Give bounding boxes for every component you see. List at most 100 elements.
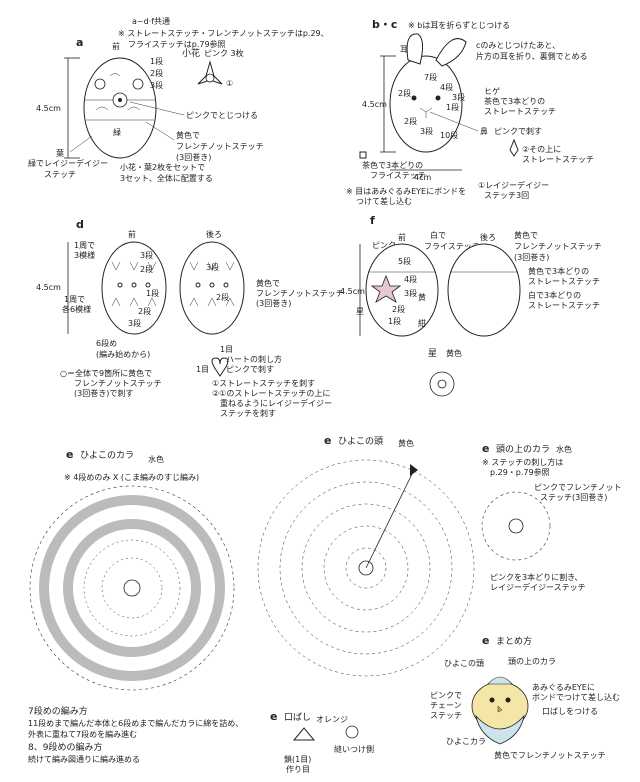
bc-row3: 3段 [452,92,465,102]
assembly-chain3: ステッチ [430,711,462,720]
assembly-eye2: ボンドでつけて差し込む [532,692,620,702]
topcollar-title: 頭の上のカラ [496,444,550,455]
a-pin: ピンクでとじつける [186,111,258,120]
nose-stitch-icon [509,138,519,157]
topcollar-e: e [482,442,489,455]
d-hr1: 1目 [220,345,233,354]
bc-note-c1: cのみとじつけたあと、 [476,41,560,50]
d-row3b: 3段 [128,318,141,328]
topcollar-note1: ※ ステッチの刺し方は [482,457,563,467]
bunny-ear-left [406,33,424,65]
topcollar-p2: ステッチ(3回巻き) [540,492,607,502]
f-y2: フレンチノットステッチ [514,242,602,251]
section-d: d 前 後ろ 3段 2段 1段 2段 3段 2段 3段 4.5cm 1周で 3模… [36,218,344,418]
assembly-title: まとめ方 [496,635,532,647]
section-f: f 前 後ろ ピンク 白で フライステッチ 黄色で フレンチノットステッチ (3… [340,214,602,397]
bc-row7: 7段 [424,72,437,82]
flower-center-icon [118,98,122,102]
section-assembly: e まとめ方 ひよこの頭 頭の上のカラ あみぐるみEYEに ボンドでつけて差し込… [430,634,620,760]
a-french2: フレンチノットステッチ [176,142,264,151]
head-title: ひよこの頭 [338,436,383,447]
f-pink: ピンク [372,241,396,250]
bc-two1: ②その上に [522,145,561,154]
egg-a-outline [83,57,157,159]
d-height: 4.5cm [36,283,61,292]
a-green: 緑 [113,127,121,137]
leaf-icon [95,73,141,111]
label-f: f [370,214,375,227]
ring-icon [437,379,447,389]
a-row2: 2段 [150,68,163,78]
beak-motif-icon [292,727,316,741]
square-marker-icon [359,151,367,159]
assembly-beak: 口ばしをつける [542,707,598,716]
egg-d-front [101,241,167,335]
bc-row2: 2段 [398,88,411,98]
collar-note: ※ 4段めのみ X (こま編みのすじ編み) [64,472,199,482]
f-white1: 白で [430,230,446,240]
label-d: d [76,218,84,231]
collar-title: ひよこのカラ [80,450,134,461]
a-set2: 3セット、全体に配置する [120,173,213,183]
collar-e: e [66,448,73,461]
head-color: 黄色 [398,438,414,448]
bunny-egg-outline [389,55,463,153]
assembly-chain2: チェーン [430,701,462,710]
bc-eye2: つけて差し込む [356,196,412,206]
common-note2: フライステッチはp.79参照 [128,39,226,49]
assembly-e: e [482,634,489,647]
bc-one2: ステッチ3回 [484,191,529,200]
assembly-collar: ひよこカラ [446,737,486,746]
head-increase-line [365,469,415,569]
f-ki: 黄 [418,292,426,302]
bc-mouth2: フライステッチ [370,171,426,180]
a-leaf: 葉 [56,148,64,158]
f-row2: 2段 [392,304,405,314]
d-row3c: 3段 [206,262,219,272]
f-white2: フライステッチ [424,242,480,251]
f-navy: 紺 [418,318,426,328]
section-topcollar: e 頭の上のカラ 水色 ※ ステッチの刺し方は p.29・p.79参照 ピンクで… [481,442,622,592]
bc-ear: 耳 [400,45,408,54]
f-w2: ストレートステッチ [528,301,600,310]
eye-icon [489,697,495,703]
assembly-eye1: あみぐるみEYEに [532,683,595,692]
assembly-topcollar: 頭の上のカラ [508,657,556,666]
topcollar-l1: ピンクを3本どりに割き、 [490,572,583,582]
bc-ear-note: ※ bは耳を折らずとじつける [408,20,510,30]
topcollar-p1: ピンクでフレンチノット [534,483,622,492]
section-collar: e ひよこのカラ 水色 ※ 4段めのみ X (こま編みのすじ編み) 7段めの編み… [28,448,243,764]
d-r2a: 1周で [64,295,85,304]
a-front-label: 前 [112,41,120,51]
d-row2c: 2段 [216,292,229,302]
bc-mouth1: 茶色で3本どりの [362,160,423,170]
bc-nose: 鼻 [480,126,488,136]
d-row6b: (編み始めから) [96,349,150,359]
collar-step89-title: 8、9段めの編み方 [28,741,102,753]
bc-nose-text: ピンクで刺す [494,127,542,136]
assembly-head: ひよこの頭 [444,659,484,668]
egg-d-back [179,241,245,335]
topcollar-note2: p.29・p.79参照 [490,467,550,477]
collar-step7-1: 11段めまで編んだ本体と6段めまで編んだカラに綿を詰め、 [28,718,243,728]
f-star-title: 星 [428,348,437,359]
d-row1: 1段 [146,288,159,298]
star-icon [370,274,402,303]
f-star-color: 黄色 [446,348,462,358]
common-range: a~d·f共通 [132,16,170,26]
assembly-french: 黄色でフレンチノットステッチ [494,750,606,760]
eye-icon [505,697,511,703]
d-r2b: 各6模様 [62,304,91,314]
collar-color: 水色 [148,454,164,464]
d-row3: 3段 [140,250,153,260]
a-row1: 1段 [150,56,163,66]
section-a: a~d·f共通 ※ ストレートステッチ・フレンチノットステッチはp.29、 フラ… [28,16,329,183]
bc-whisker1: ヒゲ [484,86,500,96]
collar-shaded-ring [39,495,225,681]
f-row3: 3段 [404,288,417,298]
d-hr2: 1目 [196,365,209,374]
bc-width: 4cm [414,173,431,182]
beak-chain2: 作り目 [286,764,310,774]
d-front: 前 [128,229,136,239]
top-collar-icon [487,676,513,685]
